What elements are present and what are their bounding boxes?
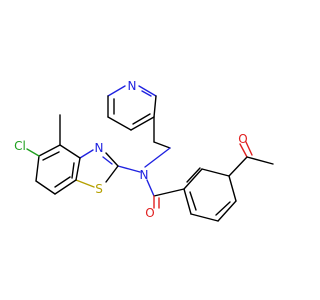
bond <box>245 141 253 156</box>
atom-label-s-thiazole: S <box>95 182 103 196</box>
acetylphenyl-ring <box>183 167 237 222</box>
atom-label-n-amide: N <box>140 168 149 182</box>
bond <box>117 165 141 173</box>
bond <box>183 168 203 190</box>
bond <box>102 156 113 165</box>
chloro-bond <box>26 148 40 157</box>
bond <box>54 176 71 188</box>
structure-diagram: N N N S O O Cl <box>14 79 274 222</box>
bond <box>153 141 171 149</box>
methylene-linker <box>144 116 171 168</box>
amide-bonds <box>117 165 185 209</box>
atom-label-n-thiazole: N <box>95 141 104 155</box>
bond <box>138 85 157 97</box>
bond <box>42 151 60 161</box>
bond <box>190 213 219 222</box>
substituents <box>26 114 61 157</box>
bond <box>35 155 40 182</box>
bond <box>183 188 192 215</box>
bond <box>246 156 274 165</box>
atom-label-n-pyridine: N <box>128 79 137 93</box>
bond <box>144 147 171 168</box>
bond <box>79 149 94 159</box>
bond <box>201 168 230 177</box>
bond <box>35 180 56 195</box>
bond <box>189 191 197 211</box>
bond <box>228 156 248 177</box>
atom-label-o-acetyl: O <box>238 132 247 146</box>
bond <box>59 144 81 159</box>
atom-label-cl: Cl <box>14 139 26 153</box>
bond <box>130 116 155 131</box>
bond <box>228 175 237 202</box>
bond <box>186 167 201 183</box>
bond <box>75 157 81 181</box>
bond <box>215 201 231 216</box>
bond <box>141 90 152 97</box>
bond <box>146 179 155 197</box>
bond <box>107 85 126 97</box>
thiazole-ring <box>75 149 119 188</box>
bond <box>38 144 61 157</box>
bond <box>54 179 77 195</box>
bond <box>153 188 185 197</box>
molecule-canvas: N N N S O O Cl <box>14 79 274 222</box>
acetyl-group <box>228 141 274 177</box>
bond <box>107 116 132 131</box>
pyridine-ring <box>107 85 157 131</box>
bond <box>105 152 119 167</box>
bond <box>75 179 95 188</box>
bond <box>105 165 119 183</box>
atom-label-o-amide: O <box>145 206 154 220</box>
bond <box>153 95 157 118</box>
bond <box>71 162 75 179</box>
bond <box>239 143 248 158</box>
bond <box>132 113 151 125</box>
bond <box>217 200 237 222</box>
atom-labels: N N N S O O Cl <box>14 79 248 220</box>
benzo-ring <box>35 144 81 195</box>
